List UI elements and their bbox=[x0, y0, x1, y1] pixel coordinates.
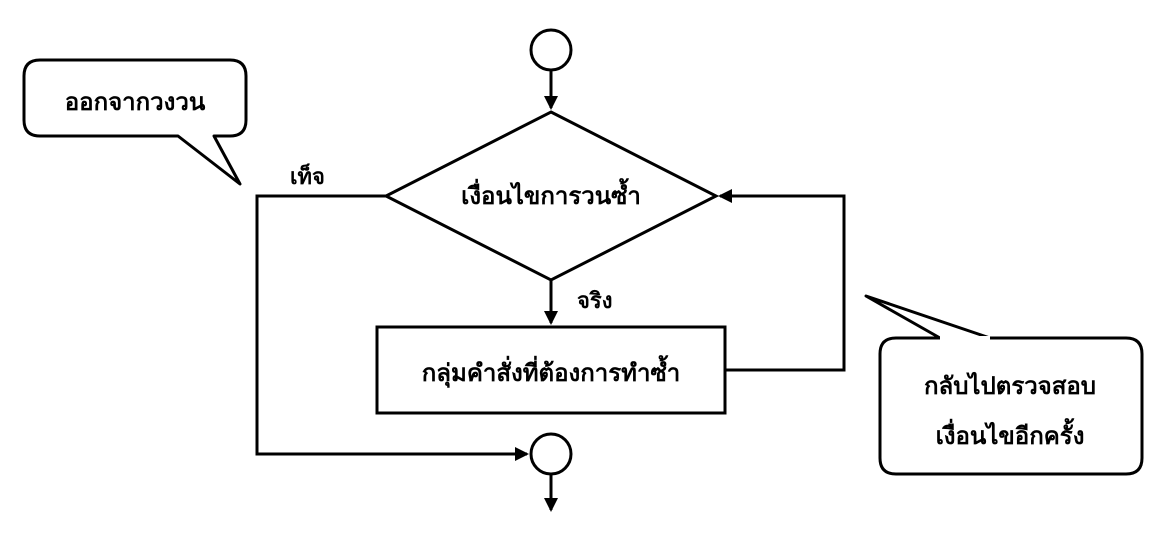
callout-exit-bubble bbox=[22, 58, 248, 186]
callout-return-text-line2: เงื่อนไขอีกครั้ง bbox=[936, 417, 1085, 450]
callout-return-bubble bbox=[864, 294, 1144, 476]
loop-back-line bbox=[718, 189, 846, 372]
process-label: กลุ่มคำสั่งที่ต้องการทำซ้ำ bbox=[422, 354, 680, 389]
false-label: เท็จ bbox=[290, 162, 325, 190]
end-connector bbox=[529, 432, 573, 476]
true-label: จริง bbox=[577, 289, 612, 314]
callout-return-text-line1: กลับไปตรวจสอบ bbox=[924, 371, 1096, 400]
start-connector bbox=[529, 28, 573, 72]
false-branch-line bbox=[255, 194, 529, 461]
decision-label: เงื่อนไขการวนซ้ำ bbox=[461, 177, 641, 210]
callout-exit-text: ออกจากวงวน bbox=[65, 88, 206, 116]
process-box bbox=[375, 325, 727, 415]
